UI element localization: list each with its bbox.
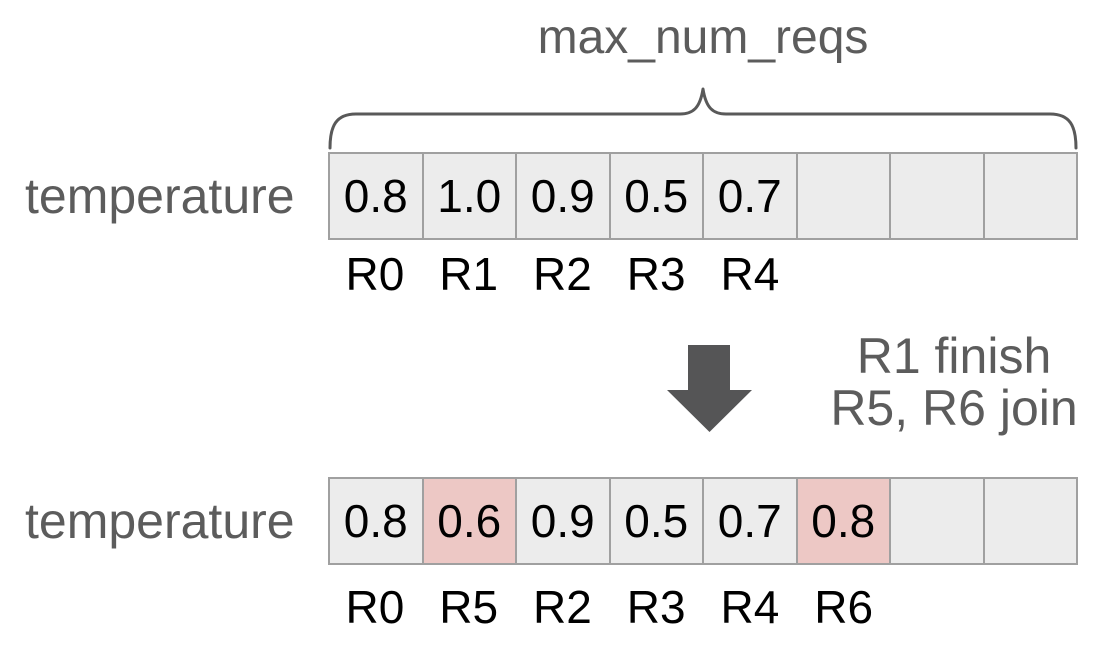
array-cell: 0.9	[517, 154, 611, 238]
array-cell: 0.8	[330, 154, 424, 238]
array-cell-highlighted: 0.6	[423, 479, 517, 563]
temperature-label-after: temperature	[25, 493, 295, 549]
request-label	[984, 581, 1078, 633]
request-label: R0	[345, 248, 405, 300]
array-cell	[984, 479, 1076, 563]
request-label: R5	[439, 581, 499, 633]
request-label	[891, 248, 985, 300]
request-label: R0	[345, 581, 405, 633]
brace-bracket	[328, 87, 1078, 150]
array-cell	[797, 154, 891, 238]
request-labels-before: R0 R1 R2 R3 R4	[328, 248, 1078, 300]
request-label: R4	[720, 581, 780, 633]
down-arrow-icon	[667, 345, 752, 432]
array-cell-highlighted: 0.8	[797, 479, 891, 563]
transition-caption: R1 finish R5, R6 join	[818, 330, 1090, 434]
array-cell	[891, 154, 985, 238]
array-cell	[984, 154, 1076, 238]
temperature-label-before: temperature	[25, 168, 295, 224]
transition-line-1: R1 finish	[856, 328, 1052, 384]
array-cell: 0.5	[610, 479, 704, 563]
down-arrow-shape	[667, 345, 752, 432]
request-label: R3	[626, 581, 686, 633]
array-cell	[891, 479, 985, 563]
array-cell: 1.0	[423, 154, 517, 238]
request-label	[797, 248, 891, 300]
array-cell: 0.8	[330, 479, 424, 563]
request-label: R2	[532, 581, 592, 633]
array-cell: 0.5	[610, 154, 704, 238]
request-label: R1	[439, 248, 499, 300]
request-label: R2	[532, 248, 592, 300]
request-label	[891, 581, 985, 633]
request-label: R6	[814, 581, 874, 633]
array-cell: 0.7	[704, 479, 798, 563]
array-cell: 0.7	[704, 154, 798, 238]
brace-label: max_num_reqs	[537, 11, 869, 64]
array-cell: 0.9	[517, 479, 611, 563]
request-label	[984, 248, 1078, 300]
request-labels-after: R0 R5 R2 R3 R4 R6	[328, 581, 1078, 633]
request-label: R3	[626, 248, 686, 300]
transition-line-2: R5, R6 join	[830, 380, 1078, 436]
brace-path	[328, 87, 1078, 150]
request-label: R4	[720, 248, 780, 300]
